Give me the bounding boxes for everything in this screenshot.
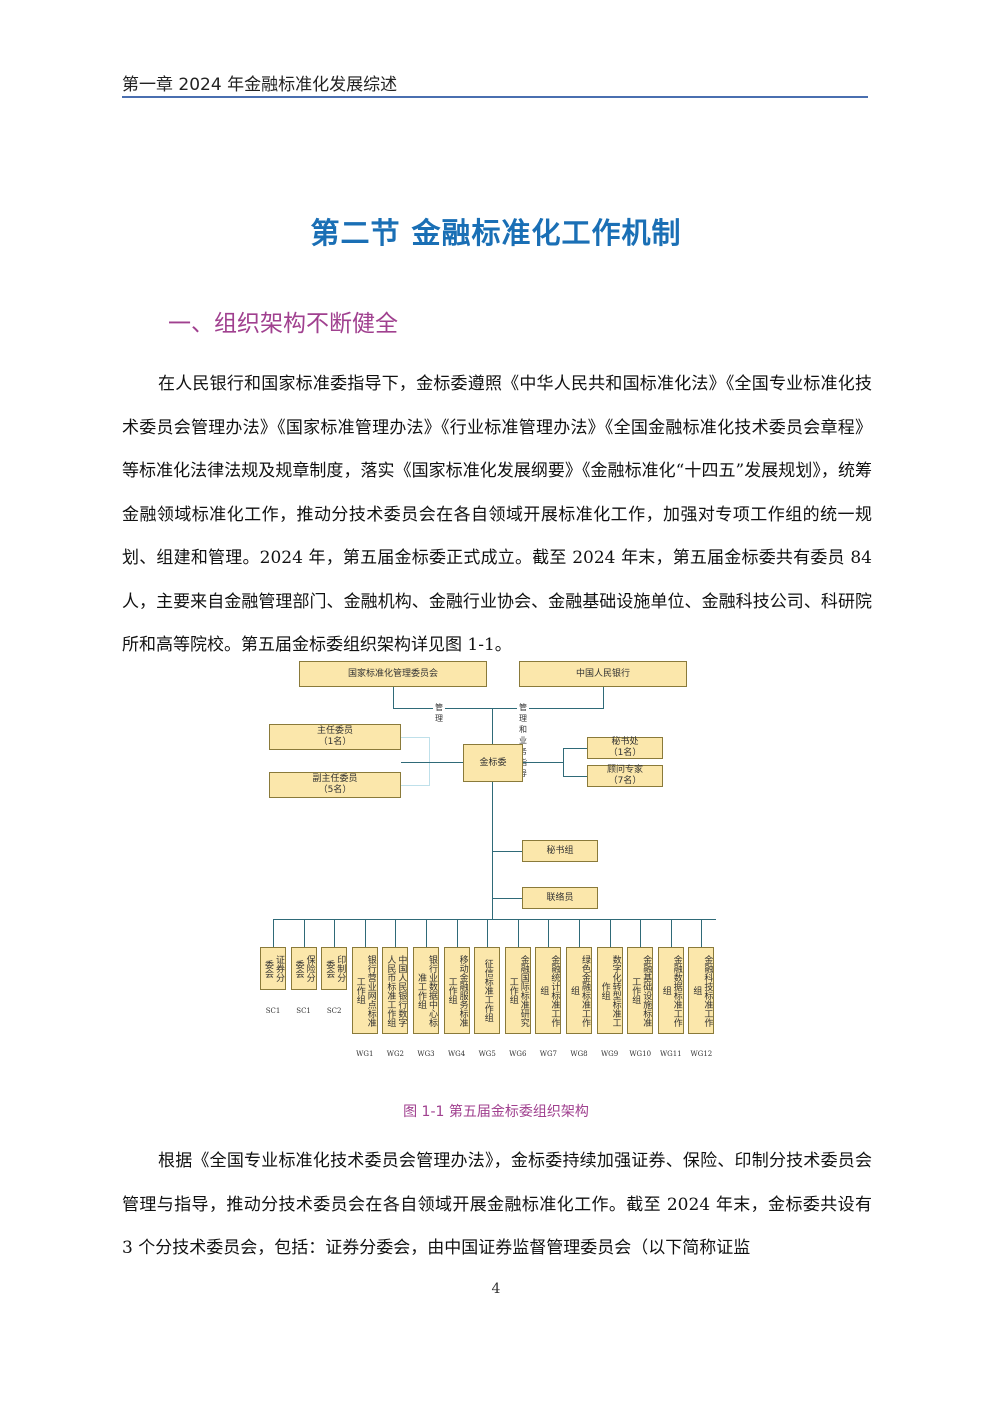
working-group-box: 金融科技标准工作组: [688, 947, 715, 1034]
connector: [395, 919, 397, 947]
connector: [429, 737, 430, 786]
working-group-code: WG7: [539, 1050, 558, 1058]
label-manage: 管理: [433, 702, 445, 724]
body-paragraph-1: 在人民银行和国家标准委指导下，金标委遵照《中华人民共和国标准化法》《全国专业标准…: [122, 374, 872, 655]
working-group-box: 银行业数据中心标准工作组: [413, 947, 439, 1034]
connector: [492, 898, 522, 899]
working-group-box: 金融统计标准工作组: [535, 947, 562, 1034]
working-group-code: WG12: [690, 1050, 713, 1058]
connector: [701, 919, 703, 947]
working-group-box: 征信标准工作组: [474, 947, 501, 1034]
org-box-advisors: 顾问专家（7名）: [587, 765, 663, 787]
figure-caption: 图 1-1 第五届金标委组织架构: [403, 1104, 589, 1120]
connector: [487, 919, 489, 947]
connector: [492, 851, 522, 852]
connector: [456, 919, 458, 947]
connector: [334, 919, 336, 947]
working-group-box: 金融国际标准研究工作组: [504, 947, 531, 1034]
org-box-vice-chair: 副主任委员（5名）: [269, 772, 401, 798]
org-box-national-standards: 国家标准化管理委员会: [299, 661, 487, 687]
connector: [303, 919, 305, 947]
working-group-code: WG5: [478, 1050, 496, 1058]
working-group-code: WG1: [356, 1050, 374, 1058]
working-group-code: WG2: [386, 1050, 405, 1058]
subcommittee-code: SC1: [265, 1007, 281, 1015]
connector-bus: [274, 919, 716, 920]
working-group-code: WG4: [447, 1050, 466, 1058]
working-group-code: WG11: [659, 1050, 682, 1058]
connector: [563, 776, 587, 777]
running-header: 第一章 2024 年金融标准化发展综述: [122, 75, 398, 95]
subcommittee-code: SC2: [326, 1007, 342, 1015]
connector: [548, 919, 550, 947]
connector: [579, 919, 580, 947]
connector: [401, 785, 429, 786]
org-box-secretariat: 秘书处（1名）: [587, 737, 663, 759]
connector: [563, 748, 587, 749]
org-box-liaison: 联络员: [522, 887, 598, 909]
connector: [401, 762, 463, 763]
connector: [609, 919, 611, 947]
connector: [563, 748, 564, 776]
connector: [523, 762, 563, 763]
connector: [393, 708, 604, 709]
subcommittee-box: 保险分委会: [290, 947, 317, 990]
connector: [393, 687, 394, 708]
working-group-box: 中国人民银行数字人民币标准工作组: [382, 947, 409, 1034]
working-group-code: WG6: [509, 1050, 527, 1058]
subcommittee-code: SC1: [296, 1007, 311, 1015]
section-title: 第二节 金融标准化工作机制: [310, 216, 682, 250]
org-box-secretary-group: 秘书组: [522, 840, 598, 862]
working-group-box: 移动金融服务标准工作组: [443, 947, 470, 1034]
working-group-code: WG9: [600, 1050, 619, 1058]
org-box-chair: 主任委员（1名）: [269, 724, 401, 750]
connector: [640, 919, 642, 947]
header-rule: [122, 96, 868, 98]
connector: [426, 919, 427, 947]
working-group-box: 金融基础设施标准工作组: [627, 947, 654, 1034]
connector: [603, 687, 604, 708]
connector: [401, 737, 429, 738]
connector: [492, 708, 493, 744]
working-group-box: 数字化转型标准工作组: [596, 947, 623, 1034]
subcommittee-box: 印制分委会: [321, 947, 348, 990]
working-group-box: 银行营业网点标准工作组: [351, 947, 378, 1034]
connector: [670, 919, 672, 947]
body-paragraph-2: 根据《全国专业标准化技术委员会管理办法》，金标委持续加强证券、保险、印制分技术委…: [122, 1151, 872, 1258]
connector: [273, 919, 274, 947]
working-group-box: 绿色金融标准工作组: [566, 947, 592, 1034]
connector: [364, 919, 366, 947]
connector: [517, 919, 519, 947]
working-group-code: WG3: [417, 1050, 435, 1058]
org-box-pboc: 中国人民银行: [519, 661, 687, 687]
org-box-center: 金标委: [463, 744, 523, 782]
working-group-code: WG8: [570, 1050, 588, 1058]
working-group-box: 金融数据标准工作组: [657, 947, 684, 1034]
page-number: 4: [491, 1281, 501, 1297]
connector: [492, 782, 493, 919]
working-group-code: WG10: [629, 1050, 652, 1058]
subcommittee-box: 证券分委会: [260, 947, 286, 990]
subsection-title: 一、组织架构不断健全: [168, 311, 398, 337]
